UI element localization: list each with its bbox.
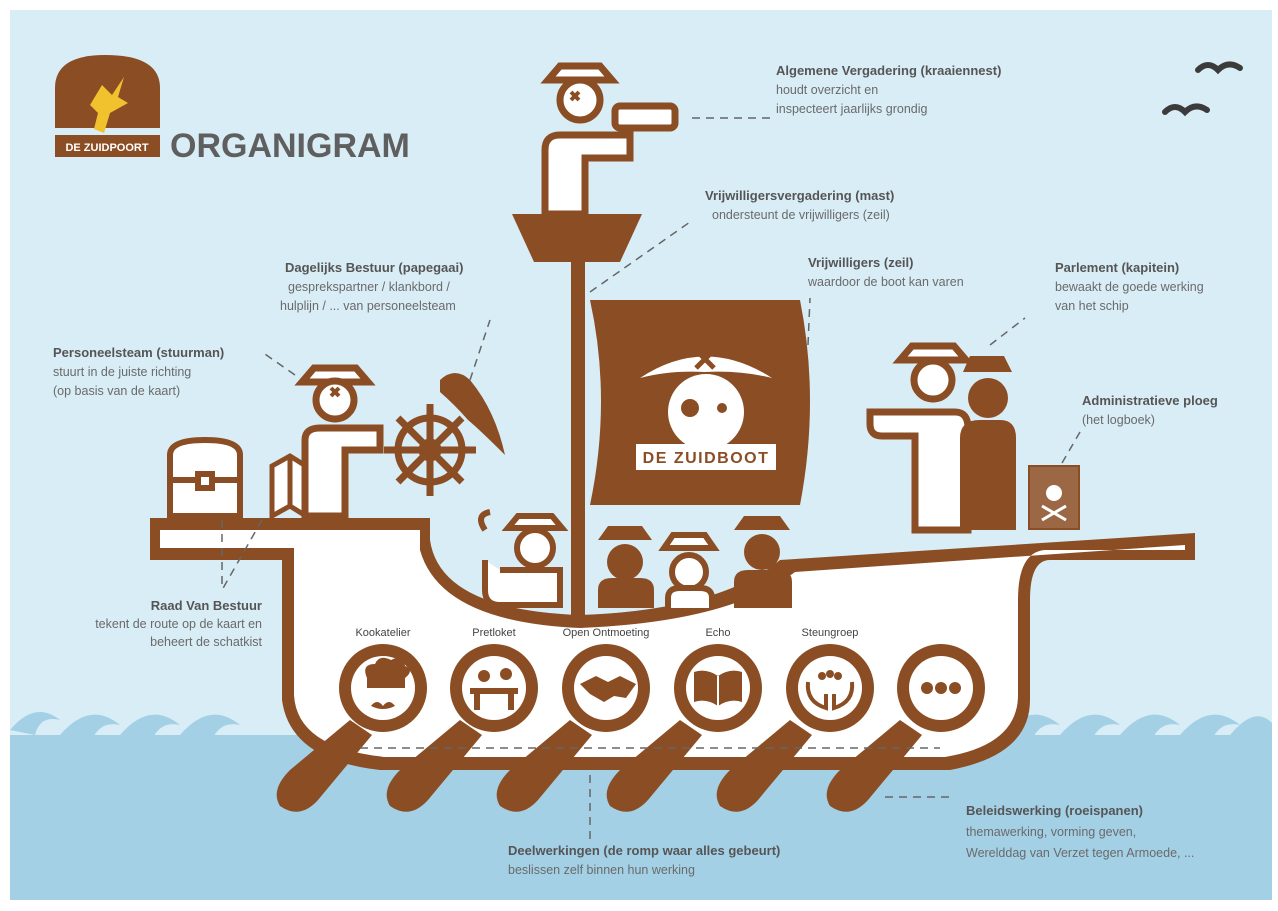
svg-text:Personeelsteam (stuurman): Personeelsteam (stuurman) <box>53 345 224 360</box>
svg-text:gesprekspartner / klankbord /: gesprekspartner / klankbord / <box>288 280 450 294</box>
svg-text:Vrijwilligersvergadering (mast: Vrijwilligersvergadering (mast) <box>705 188 894 203</box>
svg-text:(op basis van de kaart): (op basis van de kaart) <box>53 384 180 398</box>
svg-text:Vrijwilligers (zeil): Vrijwilligers (zeil) <box>808 255 913 270</box>
chef-hat-mustache-icon <box>365 657 410 709</box>
captain-pirate-icon <box>960 356 1016 530</box>
crew-hook-pirate-icon <box>478 509 569 608</box>
annotation-papegaai: Dagelijks Bestuur (papegaai) gesprekspar… <box>280 260 463 313</box>
svg-text:Parlement (kapitein): Parlement (kapitein) <box>1055 260 1179 275</box>
skull-mark-icon <box>569 90 581 102</box>
sail-pirate-face-icon <box>640 348 772 450</box>
svg-text:Deelwerkingen (de romp waar al: Deelwerkingen (de romp waar alles gebeur… <box>508 843 780 858</box>
parrot-icon <box>440 373 505 455</box>
crew-pirate-icon <box>598 526 654 608</box>
svg-text:stuurt in de juiste richting: stuurt in de juiste richting <box>53 365 191 379</box>
svg-text:van het schip: van het schip <box>1055 299 1129 313</box>
page-title: ORGANIGRAM <box>170 127 410 165</box>
ellipsis-icon <box>921 682 961 694</box>
annotation-kapitein: Parlement (kapitein) bewaakt de goede we… <box>1055 260 1204 313</box>
logbook-icon <box>1028 465 1080 530</box>
svg-text:beheert de schatkist: beheert de schatkist <box>150 635 262 649</box>
annotation-roeispanen: Beleidswerking (roeispanen) themawerking… <box>966 803 1194 860</box>
handshake-icon <box>580 676 636 702</box>
porthole <box>897 644 985 732</box>
porthole-label: Pretloket <box>472 627 515 639</box>
crew-pirate-icon <box>734 516 792 608</box>
logo-text: DE ZUIDPOORT <box>65 142 148 154</box>
porthole: Kookatelier <box>339 627 427 732</box>
annotation-stuurman: Personeelsteam (stuurman) stuurt in de j… <box>53 345 224 398</box>
svg-text:Dagelijks Bestuur (papegaai): Dagelijks Bestuur (papegaai) <box>285 260 463 275</box>
sail-label: DE ZUIDBOOT <box>643 450 770 467</box>
svg-text:Raad Van Bestuur: Raad Van Bestuur <box>151 598 262 613</box>
svg-text:Administratieve ploeg: Administratieve ploeg <box>1082 393 1218 408</box>
leader-lines <box>221 117 1081 845</box>
svg-text:tekent de route op de kaart en: tekent de route op de kaart en <box>95 617 262 631</box>
svg-text:bewaakt de goede werking: bewaakt de goede werking <box>1055 280 1204 294</box>
svg-text:Beleidswerking (roeispanen): Beleidswerking (roeispanen) <box>966 803 1143 818</box>
skull-mark-icon <box>329 386 341 398</box>
svg-text:themawerking, vorming geven,: themawerking, vorming geven, <box>966 825 1136 839</box>
svg-text:Werelddag van Verzet tegen Arm: Werelddag van Verzet tegen Armoede, ... <box>966 846 1194 860</box>
mast <box>571 255 585 615</box>
svg-text:hulplijn / ... van personeelst: hulplijn / ... van personeelsteam <box>280 299 456 313</box>
porthole-label: Steungroep <box>802 627 859 639</box>
porthole: Pretloket <box>450 627 538 732</box>
svg-text:ondersteunt de vrijwilligers (: ondersteunt de vrijwilligers (zeil) <box>712 208 890 222</box>
crew-pirate-icon <box>658 532 720 608</box>
treasure-chest-icon <box>167 436 243 519</box>
birds-icon <box>1162 61 1243 117</box>
lookout-pirate-icon <box>540 62 679 218</box>
annotation-bestuur: Raad Van Bestuur tekent de route op de k… <box>95 598 262 649</box>
svg-text:inspecteert jaarlijks grondig: inspecteert jaarlijks grondig <box>776 102 928 116</box>
helmsman-pirate-icon <box>294 364 384 520</box>
runner-icon <box>90 77 128 133</box>
annotation-zeil: Vrijwilligers (zeil) waardoor de boot ka… <box>807 255 964 289</box>
porthole-label: Echo <box>705 627 730 639</box>
open-book-icon <box>694 670 742 710</box>
ship-wheel-icon <box>384 404 476 496</box>
porthole: Open Ontmoeting <box>562 627 650 732</box>
crows-nest <box>512 214 642 262</box>
annotation-kraaiennest: Algemene Vergadering (kraaiennest) houdt… <box>776 63 1001 116</box>
porthole: Steungroep <box>786 627 874 732</box>
desk-people-icon <box>470 668 518 710</box>
logo: DE ZUIDPOORT <box>55 55 160 157</box>
oars <box>276 720 922 812</box>
svg-text:(het logboek): (het logboek) <box>1082 413 1155 427</box>
annotation-logboek: Administratieve ploeg (het logboek) <box>1082 393 1218 427</box>
porthole: Echo <box>674 627 762 732</box>
sail-banner <box>636 444 776 470</box>
porthole-label: Kookatelier <box>355 627 410 639</box>
svg-text:houdt overzicht en: houdt overzicht en <box>776 83 878 97</box>
svg-text:waardoor de boot kan varen: waardoor de boot kan varen <box>807 275 964 289</box>
hands-people-icon <box>805 670 855 711</box>
svg-text:beslissen zelf binnen hun werk: beslissen zelf binnen hun werking <box>508 863 695 877</box>
parliament-pirate-icon <box>866 342 974 534</box>
svg-text:Algemene Vergadering (kraaienn: Algemene Vergadering (kraaiennest) <box>776 63 1001 78</box>
porthole-label: Open Ontmoeting <box>563 627 650 639</box>
annotation-mast: Vrijwilligersvergadering (mast) onderste… <box>705 188 894 222</box>
annotation-romp: Deelwerkingen (de romp waar alles gebeur… <box>508 843 780 877</box>
